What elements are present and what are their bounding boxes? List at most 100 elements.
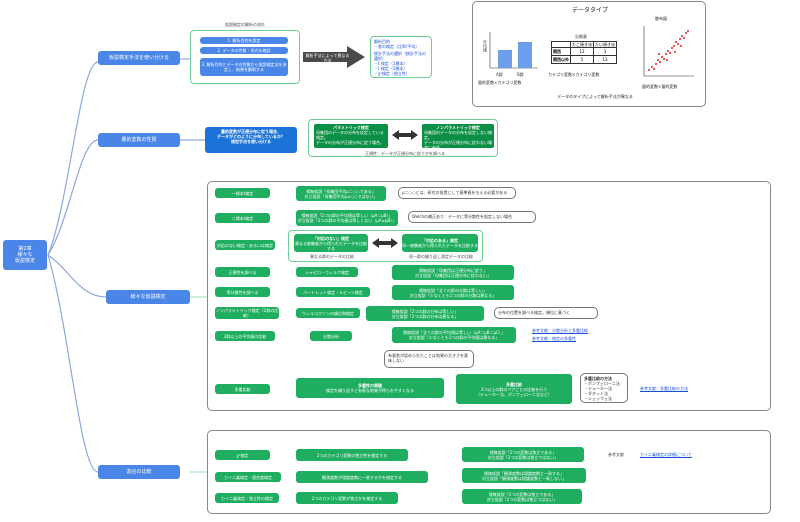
- multiple-comparison-title: 多重比較: [506, 381, 522, 387]
- unpaired-text: 異なる被験者から得られたデータを比較する: [295, 240, 367, 251]
- result-line: ・t 検定（1標本）: [374, 61, 408, 66]
- test-desc-one-sample[interactable]: 帰無仮説「母集団平均μ＝○○である」 対立仮説「母集団平均μ≠○○ではない」: [296, 186, 386, 201]
- table-header: たい焼き派: [593, 41, 617, 48]
- prop-mid-independence[interactable]: 2つのカテゴリ変数が独立かを検定する: [296, 492, 398, 504]
- prop-ref-label: 参考文献: [608, 452, 624, 457]
- branch-various-tests[interactable]: 様々な仮説検定: [106, 290, 190, 304]
- arrow-label: 解析手法によって異なる方法: [305, 53, 350, 63]
- unpaired-box[interactable]: 「対応のない」検定 異なる被験者から得られたデータを比較する: [294, 234, 368, 252]
- bar-caption: 量的変数×カテゴリ変数: [478, 80, 522, 85]
- nonparametric-title: ノンパラメトリック検定: [436, 125, 480, 130]
- ref-link-multiplicity[interactable]: 参考文献：検定の多重性: [532, 336, 576, 341]
- contingency-table: たこ焼き派 たい焼き派 関西 12 3 関西以外 5 13: [551, 41, 617, 64]
- test-desc-variance[interactable]: 帰無仮説「全ての群の分散は等しい」 対立仮説「少なくとも1つの群の分散は異なる」: [392, 285, 514, 300]
- flow-header: 仮説検定の解析の流れ: [225, 22, 265, 27]
- multiplicity-title: 多重性の問題: [358, 383, 382, 388]
- test-desc-normality[interactable]: 帰無仮説「母集団は正規分布に従う」 対立仮説「母集団は正規分布に従わない」: [392, 265, 514, 280]
- test-label-two-sample[interactable]: 二標本t検定: [215, 213, 270, 223]
- root-node[interactable]: 第2章 様々な 仮説検定: [3, 240, 47, 270]
- prop-mid-chi2[interactable]: 2つのカテゴリ変数の独立性を検定する: [296, 449, 408, 461]
- paired-text: 同一被験者から得られたデータを比較する: [402, 243, 478, 248]
- test-label-one-sample[interactable]: 一標本t検定: [215, 188, 270, 198]
- multiple-comparison-text: 3つ以上の群のペアごとの比較を行う （テューキー法、ボンフェローニ法など）: [476, 386, 552, 397]
- parametric-title: パラメトリック検定: [333, 125, 369, 130]
- method-item: ・ダネット法: [584, 391, 608, 396]
- ref-link-anova[interactable]: 参考文献：分散分析と多重比較: [532, 328, 588, 333]
- normality-footnote: 正規性：データが正規分布に従うかを調べる: [365, 151, 445, 156]
- table-caption: カテゴリ変数×カテゴリ変数: [548, 72, 600, 77]
- test-mid-bartlett[interactable]: バートレット検定・ルビーン検定: [296, 287, 370, 297]
- result-line: ・差の検定（比率/平均）: [374, 44, 420, 49]
- method-item: ・テューキー法: [584, 386, 612, 391]
- bar-b: [518, 42, 532, 68]
- test-label-nonparam-2[interactable]: ノンパラメトリック検定（2群の比較）: [215, 307, 279, 319]
- prop-desc-goodness[interactable]: 帰無仮説「観測度数は理論度数と一致する」 対立仮説「観測度数は理論度数と一致しな…: [462, 468, 586, 483]
- test-note-one-sample: μ＝○○とは、研究の前提として基準値を与える必要がある: [398, 187, 516, 199]
- parametric-box[interactable]: パラメトリック検定 母集団のデータの分布を仮定している検定。 データの分布が正規…: [314, 124, 388, 148]
- paired-box[interactable]: 「対応のある」検定 同一被験者から得られたデータを比較する: [402, 234, 478, 252]
- unpaired-footnote: 異なる群のデータの比較: [310, 254, 354, 259]
- multiplicity-box[interactable]: 多重性の問題 検定を繰り返すと有意な結果が得られやすくなる: [296, 378, 444, 398]
- arrow-right-icon: [303, 46, 365, 68]
- multiplicity-text: 検定を繰り返すと有意な結果が得られやすくなる: [326, 388, 414, 393]
- methods-box: 多重比較の方法 ・ボンフェローニ法 ・テューキー法 ・ダネット法 ・シェッフェ法: [580, 373, 628, 403]
- test-desc-two-sample[interactable]: 帰無仮説「2つの群の平均値は等しい（μA＝μB）」 対立仮説「2つの群の平均値は…: [296, 210, 398, 226]
- prop-label-chi2[interactable]: χ²検定: [215, 450, 270, 460]
- test-mid-wilcoxon[interactable]: ウィルコクソンの順位和検定: [296, 308, 360, 318]
- test-label-normality[interactable]: 正規性を調べる: [215, 267, 270, 277]
- test-label-multiple[interactable]: 多重比較: [215, 384, 270, 394]
- branch-hypothesis-selection[interactable]: 仮説検定手法を使い分ける: [98, 51, 180, 65]
- flow-step-3[interactable]: 3. 解析目的とデータの性質から仮説検定法を決定し、結果を解釈する: [200, 58, 288, 76]
- scatter-title: 散布図: [655, 16, 667, 21]
- table-title: 分割表: [575, 34, 587, 39]
- branch-proportion-comparison[interactable]: 割合の比較: [98, 465, 180, 479]
- bar-cat-a: A群: [496, 72, 503, 77]
- result-line: 解析目的: [374, 39, 390, 44]
- prop-label-goodness[interactable]: カイ二乗検定・適合度検定: [215, 472, 281, 482]
- normality-question[interactable]: 量的変数が正規分布に従う場合、 データがどのように分布しているか？ 検定手法を使…: [205, 127, 297, 153]
- datatype-footer: データのタイプによって解析手法が異なる: [557, 94, 633, 99]
- prop-mid-goodness[interactable]: 観測度数が理論度数に一致するかを検定する: [296, 471, 428, 483]
- prop-label-independence[interactable]: カイ二乗検定・独立性の検定: [215, 493, 279, 503]
- paired-title: 「対応のある」検定: [422, 238, 458, 243]
- table-cell: 3: [593, 47, 617, 56]
- test-label-variance[interactable]: 等分散性を調べる: [215, 287, 270, 297]
- bar-cat-b: B群: [517, 72, 524, 77]
- unpaired-title: 「対応のない」検定: [313, 235, 349, 241]
- scatter-plot: [643, 26, 694, 77]
- result-line: ・t 検定（2標本）: [374, 66, 408, 71]
- flow-step-2[interactable]: 2. データの性質・形式を確認: [200, 47, 288, 54]
- flow-step-1[interactable]: 1. 解析目的を設定: [200, 37, 288, 44]
- method-item: ・シェッフェ法: [584, 396, 612, 401]
- test-desc-anova[interactable]: 帰無仮説「全ての群の平均値は等しい（μA＝μB＝μC）」 対立仮説「少なくとも1…: [392, 327, 516, 343]
- nonparametric-text: 母集団のデータの分布を仮定しない検定。 データの分布が正規分布に従わない場合に有…: [424, 130, 492, 150]
- prop-desc-independence[interactable]: 帰無仮説「2つの変数は独立である」 対立仮説「2つの変数は独立ではない」: [462, 489, 582, 504]
- test-note-wilcoxon: 分布の位置を調べる検定。順位に基づく: [494, 307, 598, 319]
- result-line: ・χ²検定（独立性）: [374, 71, 410, 76]
- test-mid-shapiro[interactable]: シャピロ・ウィルク検定: [296, 267, 358, 277]
- test-label-paired[interactable]: 対応のない検定・あるいは検定: [215, 240, 275, 250]
- parametric-text: 母集団のデータの分布を仮定している検定。 データの分布が正規分布に従う場合。: [316, 130, 384, 145]
- prop-ref-link[interactable]: カイ二乗検定の詳細について: [640, 452, 692, 457]
- test-mid-anova[interactable]: 分散分析: [310, 331, 352, 341]
- nonparametric-box[interactable]: ノンパラメトリック検定 母集団のデータの分布を仮定しない検定。 データの分布が正…: [422, 124, 494, 150]
- table-cell: 13: [593, 55, 617, 64]
- result-box: 解析目的 ・差の検定（比率/平均） 統計手法の選択（統計手法の選択） ・t 検定…: [370, 36, 432, 78]
- multiple-comparison-box[interactable]: 多重比較 3つ以上の群のペアごとの比較を行う （テューキー法、ボンフェローニ法な…: [456, 374, 572, 404]
- bar-a: [498, 50, 512, 68]
- test-label-anova[interactable]: 3群以上の平均値の比較: [215, 331, 275, 341]
- branch-quantitative-variables[interactable]: 量的変数の性質: [98, 133, 180, 147]
- prop-desc-chi2[interactable]: 帰無仮説「2つの変数は独立である」 対立仮説「2つの変数は独立ではない」: [462, 447, 584, 462]
- method-item: ・ボンフェローニ法: [584, 381, 620, 386]
- table-row-label: 関西: [551, 47, 571, 56]
- double-arrow-icon: [392, 130, 418, 140]
- table-header: たこ焼き派: [570, 41, 594, 48]
- methods-title: 多重比較の方法: [584, 376, 612, 381]
- paired-footnote: 同一群の繰り返し測定データの比較: [409, 254, 473, 259]
- test-desc-wilcoxon[interactable]: 帰無仮説「2つの群の分布は等しい」 対立仮説「2つの群の分布は異なる」: [366, 306, 484, 321]
- ref-link-methods[interactable]: 参考文献：多重比較の方法: [640, 386, 688, 391]
- result-line: 統計手法の選択（統計手法の選択）: [374, 51, 426, 61]
- significance-bubble: 有意差が認められたことは効果の大きさを意味しない: [384, 350, 474, 368]
- test-note-two-sample: Welchの補正あり：データに等分散性を仮定しない場合: [408, 211, 536, 223]
